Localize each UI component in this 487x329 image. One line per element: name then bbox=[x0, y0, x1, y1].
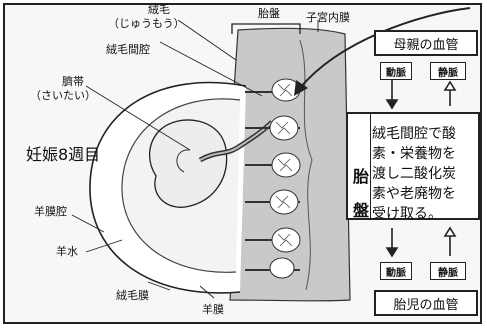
maternal-artery-box: 動脈 bbox=[380, 62, 412, 80]
label-placenta-top: 胎盤 bbox=[258, 8, 280, 20]
fetal-vessels-box: 胎児の血管 bbox=[374, 290, 478, 316]
label-villi-reading: （じゅうもう） bbox=[108, 18, 185, 30]
label-pregnancy-week: 妊娠8週目 bbox=[26, 146, 100, 164]
label-intervillous-space: 絨毛間腔 bbox=[106, 44, 150, 56]
exchange-description: 絨毛間腔で酸 素・栄養物を 渡し二酸化炭 素や老廃物を 受け取る。 bbox=[372, 124, 480, 224]
label-umbilical-cord-reading: （さいたい） bbox=[30, 90, 96, 102]
label-amnion: 羊膜 bbox=[202, 304, 224, 316]
label-amniotic-cavity: 羊膜腔 bbox=[34, 206, 67, 218]
placenta-vertical-label: 胎 盤 bbox=[351, 160, 371, 228]
maternal-vein-box: 静脈 bbox=[430, 62, 466, 80]
maternal-vessels-box: 母親の血管 bbox=[374, 30, 478, 56]
label-amniotic-fluid: 羊水 bbox=[56, 246, 78, 258]
fetal-artery-box: 動脈 bbox=[380, 262, 412, 280]
fetal-vein-box: 静脈 bbox=[430, 262, 466, 280]
label-decidua: 子宮内膜 bbox=[306, 12, 350, 24]
label-umbilical-cord: 臍帯 bbox=[62, 76, 84, 88]
label-villi: 絨毛 bbox=[148, 4, 170, 16]
label-chorion: 絨毛膜 bbox=[116, 290, 149, 302]
